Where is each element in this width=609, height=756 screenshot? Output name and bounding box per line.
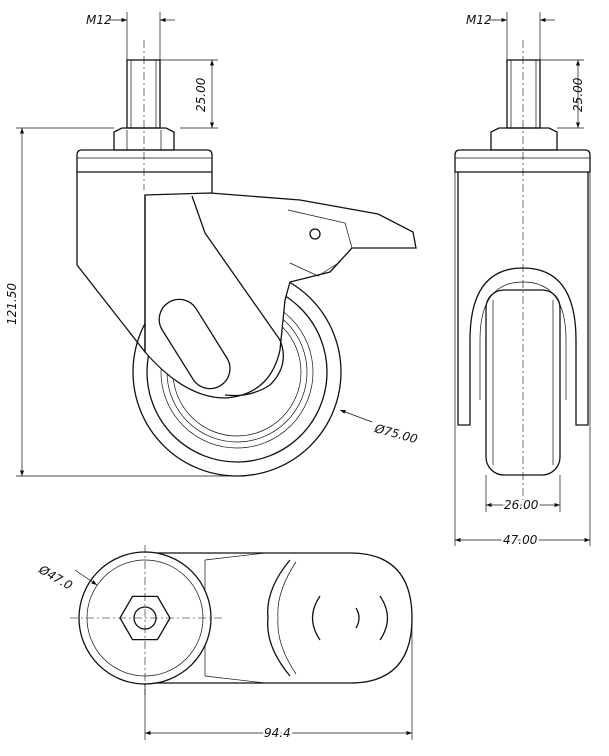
fork <box>457 172 589 426</box>
top-view: Ø47.0 94.4 <box>36 545 413 742</box>
wheel-width-label: 26.00 <box>504 498 539 512</box>
overall-height-label: 121.50 <box>5 283 19 325</box>
front-thread-label: M12 <box>466 13 492 27</box>
hex-nut <box>490 127 558 151</box>
front-stem-length-label: 25.00 <box>571 77 585 112</box>
side-view: M12 25.00 121.50 Ø75.00 <box>5 12 420 477</box>
overall-length-label: 94.4 <box>264 726 291 740</box>
threaded-stem <box>126 59 161 129</box>
top-plate <box>76 149 213 173</box>
threaded-stem <box>506 59 541 129</box>
wheel <box>485 289 561 476</box>
front-view: M12 25.00 26.00 47.00 <box>454 12 591 549</box>
overall-width-label: 47.00 <box>503 533 538 547</box>
side-stem-length-label: 25.00 <box>194 77 208 112</box>
swivel-body <box>76 172 146 353</box>
side-thread-label: M12 <box>86 13 112 27</box>
axle-slot <box>158 298 231 390</box>
plate-diameter-label: Ø47.0 <box>36 562 76 593</box>
brake-pivot <box>309 228 321 240</box>
wheel-diameter-label: Ø75.00 <box>372 421 419 446</box>
top-plate <box>454 149 591 173</box>
